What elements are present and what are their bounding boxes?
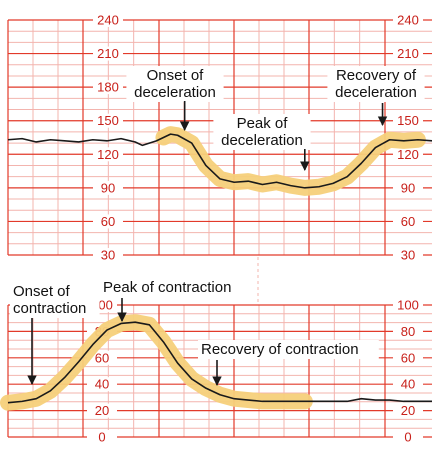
tick-label-bg bbox=[393, 298, 423, 312]
y-tick-label-right: 240 bbox=[397, 13, 419, 28]
annotation-label: Peak of contraction bbox=[103, 279, 231, 296]
tick-label-bg bbox=[87, 403, 117, 418]
annotation-label: Recovery of bbox=[336, 67, 417, 84]
tick-label-bg bbox=[393, 248, 423, 262]
annotation-label: Onset of bbox=[147, 67, 205, 84]
y-tick-label-right: 60 bbox=[401, 214, 415, 229]
tick-label-bg bbox=[93, 248, 123, 262]
y-tick-label-right: 60 bbox=[401, 350, 415, 365]
y-tick-label: 150 bbox=[97, 113, 119, 128]
y-tick-label-right: 100 bbox=[397, 298, 419, 313]
tick-label-bg bbox=[93, 13, 123, 27]
annotation-label: deceleration bbox=[221, 132, 303, 149]
tick-label-bg bbox=[93, 113, 123, 128]
tick-label-bg bbox=[393, 324, 423, 339]
y-tick-label: 0 bbox=[98, 430, 105, 445]
tick-label-bg bbox=[93, 80, 123, 95]
tick-label-bg bbox=[393, 13, 423, 27]
y-tick-label: 180 bbox=[97, 80, 119, 95]
annotation-label-bg bbox=[213, 114, 311, 150]
tick-label-bg bbox=[87, 377, 117, 392]
fetal-heart-rate-trace bbox=[7, 133, 432, 189]
y-tick-label: 120 bbox=[97, 147, 119, 162]
y-tick-label: 240 bbox=[97, 13, 119, 28]
chart-panel-1: 3030606090901201201501501801802102102402… bbox=[7, 13, 432, 263]
y-tick-label-right: 40 bbox=[401, 377, 415, 392]
y-tick-label-right: 20 bbox=[401, 403, 415, 418]
annotation-2-2: Peak of contraction bbox=[100, 278, 251, 322]
tick-label-bg bbox=[393, 46, 423, 61]
annotation-label-bg bbox=[327, 66, 425, 102]
tick-label-bg bbox=[93, 180, 123, 195]
y-tick-label-right: 90 bbox=[401, 180, 415, 195]
y-tick-label-right: 80 bbox=[401, 324, 415, 339]
contraction-trace bbox=[7, 321, 432, 404]
annotation-label: Recovery of contraction bbox=[201, 341, 359, 358]
annotation-label-bg bbox=[198, 340, 379, 359]
tick-label-bg bbox=[393, 113, 423, 128]
y-tick-label: 20 bbox=[95, 403, 109, 418]
y-tick-label-right: 150 bbox=[397, 113, 419, 128]
tick-label-bg bbox=[393, 430, 423, 444]
annotation-label-bg bbox=[100, 278, 251, 297]
annotation-label: deceleration bbox=[335, 84, 417, 101]
tick-label-bg bbox=[393, 403, 423, 418]
y-tick-label: 60 bbox=[101, 214, 115, 229]
tick-label-bg bbox=[393, 147, 423, 162]
annotation-label: contraction bbox=[13, 300, 86, 317]
annotation-label-bg bbox=[10, 282, 100, 318]
y-tick-label: 210 bbox=[97, 46, 119, 61]
annotation-label: Peak of bbox=[237, 115, 289, 132]
tick-label-bg bbox=[393, 214, 423, 229]
y-tick-label-right: 120 bbox=[397, 147, 419, 162]
tick-label-bg bbox=[393, 350, 423, 365]
tick-label-bg bbox=[87, 430, 117, 444]
y-tick-label-right: 0 bbox=[404, 430, 411, 445]
annotation-label: Onset of bbox=[13, 283, 71, 300]
tick-label-bg bbox=[93, 46, 123, 61]
annotation-label: deceleration bbox=[134, 84, 216, 101]
annotation-2-3: Recovery of contraction bbox=[198, 340, 379, 386]
tick-label-bg bbox=[393, 180, 423, 195]
y-tick-label: 30 bbox=[101, 248, 115, 263]
y-tick-label-right: 210 bbox=[397, 46, 419, 61]
y-tick-label: 90 bbox=[101, 180, 115, 195]
annotation-label-bg bbox=[126, 66, 224, 102]
tick-label-bg bbox=[93, 214, 123, 229]
tick-label-bg bbox=[393, 377, 423, 392]
tick-label-bg bbox=[93, 147, 123, 162]
y-tick-label: 40 bbox=[95, 377, 109, 392]
y-tick-label-right: 30 bbox=[401, 248, 415, 263]
y-tick-label: 60 bbox=[95, 350, 109, 365]
